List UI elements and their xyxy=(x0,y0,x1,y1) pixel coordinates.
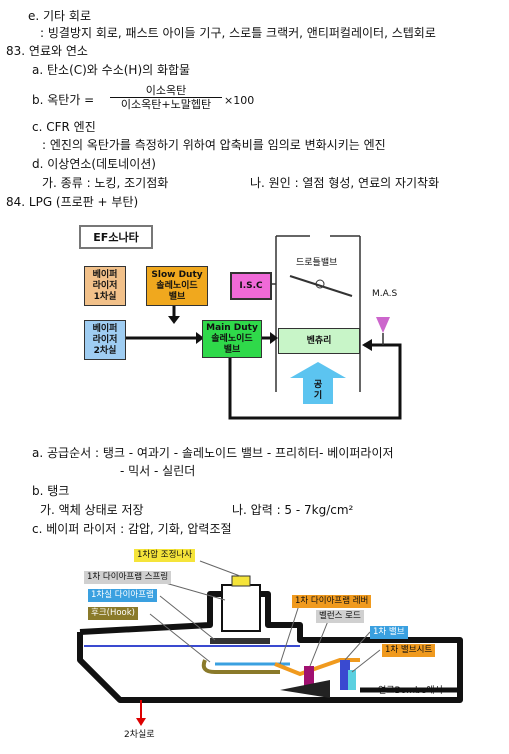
item-e-desc: : 빙결방지 회로, 패스트 아이들 기구, 스로틀 크랙커, 앤티퍼컬레이터,… xyxy=(40,26,436,40)
label-primary-valve: 1차 밸브 xyxy=(370,626,408,639)
label-balance-rod: 벨런스 로드 xyxy=(316,610,364,623)
label-pressure-screw: 1차압 조정나사 xyxy=(134,549,196,562)
air-arrow-body: 공 기 xyxy=(303,378,333,404)
label-to-secondary: 2차실로 xyxy=(124,730,155,740)
heading-84: 84. LPG (프로판 + 부탄) xyxy=(6,195,139,209)
main-duty-solenoid-box: Main Duty 솔레노이드 밸브 xyxy=(202,320,262,358)
item-83b-label: b. 옥탄가 = xyxy=(32,93,95,107)
item-84b-ga: 가. 액체 상태로 저장 xyxy=(40,503,144,517)
vaporizer-primary-box: 베이퍼 라이저 1차실 xyxy=(84,266,126,306)
throttle-valve-label: 드로틀밸브 xyxy=(296,258,338,268)
label-diaphragm-lever: 1차 다이아프램 레버 xyxy=(292,595,372,608)
mas-shape xyxy=(376,317,390,333)
item-84b: b. 탱크 xyxy=(32,484,70,498)
diagram-title: EF소나타 xyxy=(79,225,153,249)
item-84a-line2: - 믹서 - 실린더 xyxy=(120,464,196,478)
item-83d-ga: 가. 종류 : 노킹, 조기점화 xyxy=(42,176,169,190)
item-83c-text: c. CFR 엔진 xyxy=(32,120,96,134)
heading-83: 83. 연료와 연소 xyxy=(6,44,88,58)
fraction-denominator: 이소옥탄+노말헵탄 xyxy=(110,97,222,111)
item-83d: d. 이상연소(데토네이션) xyxy=(32,157,156,171)
fraction-multiplier: ×100 xyxy=(224,94,255,107)
label-valve-seat: 1차 밸브시트 xyxy=(382,644,436,657)
vaporizer-secondary-box: 베이퍼 라이저 2차실 xyxy=(84,320,126,360)
item-83d-na: 나. 원인 : 열점 형성, 연료의 자기착화 xyxy=(250,176,440,190)
item-84a-line1: a. 공급순서 : 탱크 - 여과기 - 솔레노이드 밸브 - 프리히터- 베이… xyxy=(32,446,394,460)
slow-duty-solenoid-box: Slow Duty 솔레노이드 밸브 xyxy=(146,266,208,306)
air-arrow-head xyxy=(290,362,346,378)
label-fuel-bombe: 연료Bombe에서 xyxy=(378,686,443,696)
item-84c: c. 베이퍼 라이저 : 감압, 기화, 압력조절 xyxy=(32,522,232,536)
mas-label: M.A.S xyxy=(372,289,398,299)
label-diaphragm-spring: 1차 다이아프램 스프링 xyxy=(84,571,172,584)
item-84b-na: 나. 압력 : 5 - 7kg/cm² xyxy=(232,503,354,517)
item-83a: a. 탄소(C)와 수소(H)의 화합물 xyxy=(32,63,191,77)
octane-fraction: 이소옥탄 이소옥탄+노말헵탄 xyxy=(110,84,222,111)
item-83c: c. CFR 엔진 xyxy=(32,120,96,135)
label-hook: 후크(Hook) xyxy=(88,607,138,620)
fraction-numerator: 이소옥탄 xyxy=(145,84,187,97)
label-primary-diaphragm: 1차실 다이아프램 xyxy=(88,589,157,602)
item-83c-desc: : 엔진의 옥탄가를 측정하기 위하여 압축비를 임의로 변화시키는 엔진 xyxy=(42,138,386,152)
item-e: e. 기타 회로 xyxy=(28,9,91,23)
venturi-box: 벤츄리 xyxy=(278,328,360,354)
isc-box: I.S.C xyxy=(230,272,272,300)
